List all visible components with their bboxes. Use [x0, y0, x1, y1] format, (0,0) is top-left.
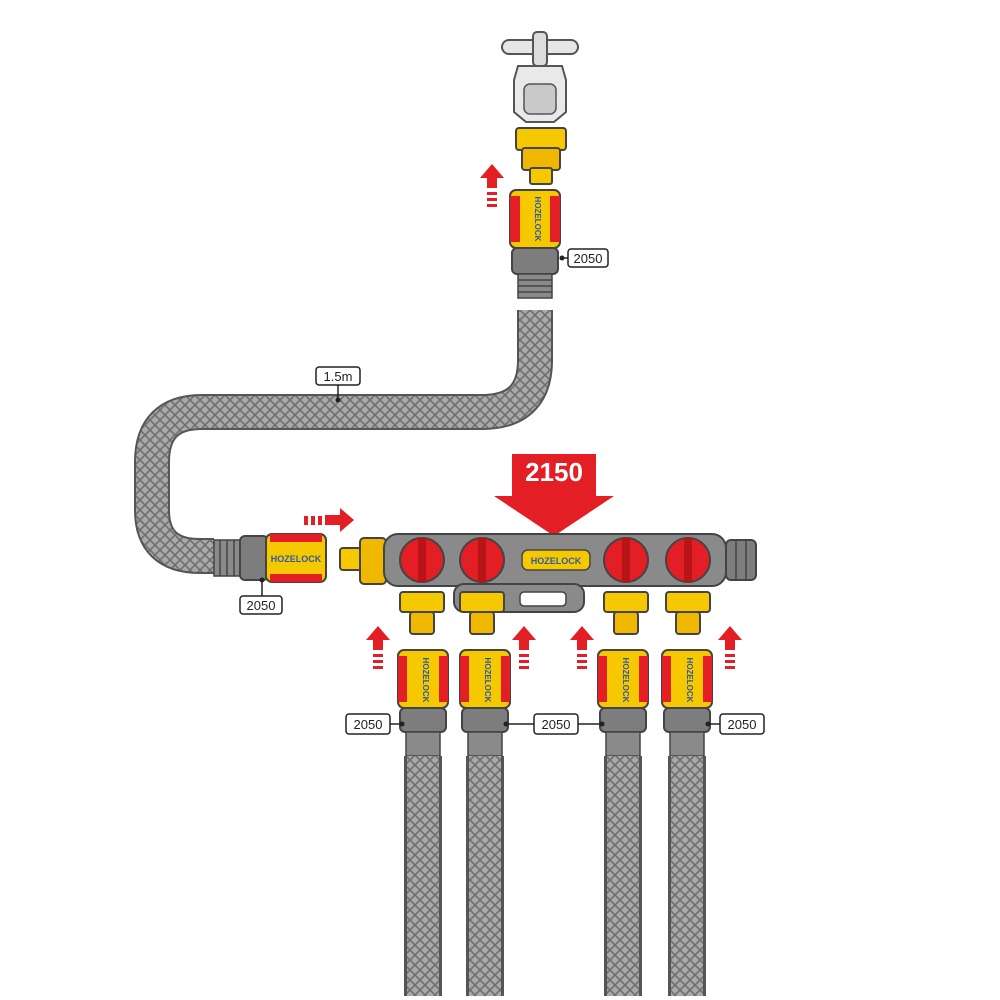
valve-knob-3: [603, 537, 649, 583]
manifold-label-arrow: 2150: [494, 454, 614, 536]
outlet-adapter-1: [399, 591, 445, 635]
svg-text:2050: 2050: [354, 717, 383, 732]
garden-tap: [501, 31, 579, 123]
label-outlet-3: 2050: [705, 713, 765, 735]
tap-adapter: [515, 127, 567, 185]
label-main-connector: 2050: [239, 577, 283, 615]
braided-hose: [134, 310, 553, 574]
outlet-connector-1: HOZELOCK: [397, 649, 449, 757]
brand-logo: HOZELOCK: [533, 197, 542, 242]
outlet-adapter-2: [459, 591, 505, 635]
connect-arrow-right-icon: [304, 508, 354, 532]
connect-arrow-up-icon: [480, 164, 504, 207]
label-tap-connector: 2050: [559, 248, 609, 268]
outlet-hoses: [404, 756, 706, 996]
outlet-adapter-3: [603, 591, 649, 635]
outlet-arrow-up-icon: [570, 626, 594, 669]
outlet-arrow-up-icon: [366, 626, 390, 669]
valve-knob-2: [459, 537, 505, 583]
brand-logo: HOZELOCK: [621, 658, 630, 703]
outlet-arrow-up-icon: [718, 626, 742, 669]
brand-logo: HOZELOCK: [685, 658, 694, 703]
svg-text:1.5m: 1.5m: [324, 369, 353, 384]
outlet-arrow-up-icon: [512, 626, 536, 669]
tap-hose-connector: HOZELOCK: [509, 189, 561, 299]
label-outlet-2: 2050: [503, 713, 605, 735]
main-hose-connector: HOZELOCK: [213, 533, 327, 583]
svg-text:2050: 2050: [728, 717, 757, 732]
svg-text:2050: 2050: [247, 598, 276, 613]
brand-logo: HOZELOCK: [271, 554, 322, 564]
outlet-adapter-4: [665, 591, 711, 635]
label-hose-length: 1.5m: [315, 366, 361, 403]
outlet-connector-4: HOZELOCK: [661, 649, 713, 757]
label-outlet-1: 2050: [345, 713, 405, 735]
outlet-connector-2: HOZELOCK: [459, 649, 511, 757]
svg-text:2050: 2050: [542, 717, 571, 732]
svg-text:2050: 2050: [574, 251, 603, 266]
outlet-connector-3: HOZELOCK: [597, 649, 649, 757]
brand-logo: HOZELOCK: [531, 556, 582, 566]
brand-logo: HOZELOCK: [483, 658, 492, 703]
svg-text:2150: 2150: [525, 457, 583, 487]
valve-knob-1: [399, 537, 445, 583]
brand-logo: HOZELOCK: [421, 658, 430, 703]
valve-knob-4: [665, 537, 711, 583]
